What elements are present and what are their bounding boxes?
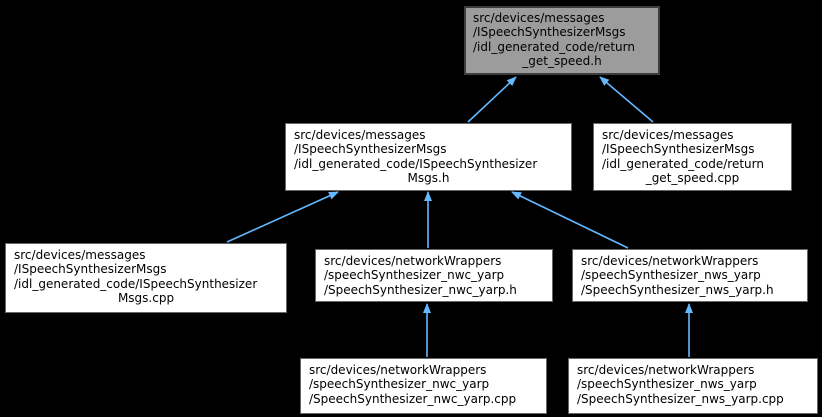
graph-node-return_get_speed_cpp[interactable]: src/devices/messages/ISpeechSynthesizerM… xyxy=(593,123,792,191)
node-label-line: src/devices/networkWrappers xyxy=(324,254,502,268)
graph-node-ISpeechSynthesizerMsgs_cpp[interactable]: src/devices/messages/ISpeechSynthesizerM… xyxy=(5,243,287,313)
node-label-line: /ISpeechSynthesizerMsgs xyxy=(14,262,167,277)
dependency-edge-ISpeechSynthesizerMsgs_cpp-to-ISpeechSynthesizerMsgs_h xyxy=(226,191,339,243)
graph-node-SpeechSynthesizer_nws_yarp_h[interactable]: src/devices/networkWrappers/speechSynthe… xyxy=(572,249,808,302)
node-label-line: Msgs.cpp xyxy=(117,291,175,306)
node-label-line: src/devices/networkWrappers xyxy=(581,254,759,268)
node-label-line: /idl_generated_code/ISpeechSynthesizer xyxy=(14,276,258,291)
node-label-line: /SpeechSynthesizer_nws_yarp.cpp xyxy=(577,391,784,406)
node-label-line: src/devices/networkWrappers xyxy=(577,363,755,377)
node-label-line: src/devices/messages xyxy=(602,128,734,142)
node-label-line: src/devices/networkWrappers xyxy=(309,363,487,377)
node-label-line: /ISpeechSynthesizerMsgs xyxy=(602,142,755,157)
node-label-line: /SpeechSynthesizer_nwc_yarp.cpp xyxy=(309,391,517,406)
graph-node-return_get_speed_h: src/devices/messages/ISpeechSynthesizerM… xyxy=(464,6,660,75)
node-label-line: src/devices/messages xyxy=(14,248,146,262)
graph-node-SpeechSynthesizer_nwc_yarp_cpp[interactable]: src/devices/networkWrappers/speechSynthe… xyxy=(300,358,547,414)
graph-node-ISpeechSynthesizerMsgs_h[interactable]: src/devices/messages/ISpeechSynthesizerM… xyxy=(285,123,572,191)
node-label-line: /SpeechSynthesizer_nwc_yarp.h xyxy=(324,282,517,297)
node-label-line: /speechSynthesizer_nws_yarp xyxy=(581,268,761,283)
graph-node-SpeechSynthesizer_nwc_yarp_h[interactable]: src/devices/networkWrappers/speechSynthe… xyxy=(315,249,553,302)
node-label-line: /idl_generated_code/return xyxy=(473,39,635,54)
node-label-line: /speechSynthesizer_nws_yarp xyxy=(577,377,757,392)
node-label-line: /idl_generated_code/ISpeechSynthesizer xyxy=(294,156,538,171)
node-label-line: Msgs.h xyxy=(407,171,450,186)
dependency-edge-return_get_speed_cpp-to-return_get_speed_h xyxy=(599,76,654,123)
node-label-line: src/devices/messages xyxy=(473,11,605,25)
node-label-line: _get_speed.h xyxy=(522,54,602,69)
graph-node-SpeechSynthesizer_nws_yarp_cpp[interactable]: src/devices/networkWrappers/speechSynthe… xyxy=(568,358,818,414)
node-label-line: /idl_generated_code/return xyxy=(602,156,764,171)
node-label-line: /SpeechSynthesizer_nws_yarp.h xyxy=(581,282,774,297)
node-label-line: _get_speed.cpp xyxy=(645,171,740,186)
node-label-line: /speechSynthesizer_nwc_yarp xyxy=(309,377,490,392)
node-label-line: /speechSynthesizer_nwc_yarp xyxy=(324,268,505,283)
dependency-edge-SpeechSynthesizer_nws_yarp_h-to-ISpeechSynthesizerMsgs_h xyxy=(511,191,629,249)
node-label-line: src/devices/messages xyxy=(294,128,426,142)
node-label-line: /ISpeechSynthesizerMsgs xyxy=(473,25,626,40)
node-label-line: /ISpeechSynthesizerMsgs xyxy=(294,142,447,157)
dependency-edge-ISpeechSynthesizerMsgs_h-to-return_get_speed_h xyxy=(467,76,517,123)
